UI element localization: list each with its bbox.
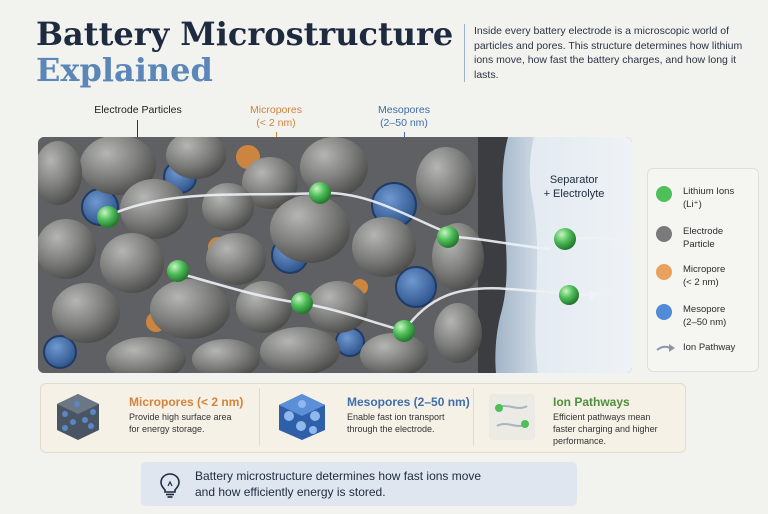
legend-item-ion-pathway: Ion Pathway [656, 341, 735, 355]
card-text-line2: faster charging and higher [553, 424, 658, 434]
card-text-line2: through the electrode. [347, 424, 435, 434]
card-text-line1: Enable fast ion transport [347, 412, 445, 422]
summary-text-line2: and how efficiently energy is stored. [195, 485, 386, 499]
legend-item-electrode-particle: Electrode Particle [656, 225, 723, 251]
card-text-line1: Provide high surface area [129, 412, 232, 422]
legend-label-line2: Particle [683, 239, 715, 250]
legend-label: Lithium Ions (Li⁺) [683, 185, 734, 211]
callout-mesopores-range: (2–50 nm) [380, 117, 428, 129]
legend-item-mesopore: Mesopore (2–50 nm) [656, 303, 726, 329]
electrode-particles [38, 137, 484, 373]
page-subtitle: Explained [36, 51, 213, 89]
callout-micropores: Micropores (< 2 nm) [240, 104, 312, 130]
card-divider [259, 388, 260, 446]
microstructure-svg [38, 137, 632, 373]
separator-label-line2: + Electrolyte [543, 188, 605, 200]
info-cards: Micropores (< 2 nm) Provide high surface… [40, 383, 686, 453]
legend-label-line1: Micropore [683, 264, 726, 275]
intro-text: Inside every battery electrode is a micr… [464, 24, 760, 82]
card-micropores-text: Provide high surface area for energy sto… [129, 411, 232, 435]
legend-label-line1: Ion Pathway [683, 342, 736, 353]
separator-label-line1: Separator [549, 174, 599, 186]
callout-micropores-range: (< 2 nm) [256, 117, 296, 129]
mesopore-cube-icon [277, 392, 327, 442]
card-text-line3: performance. [553, 436, 607, 446]
card-ion-pathways-title: Ion Pathways [553, 395, 630, 409]
separator-layer [493, 137, 538, 373]
legend-label: Electrode Particle [683, 225, 723, 251]
legend-item-micropore: Micropore (< 2 nm) [656, 263, 725, 289]
legend-item-lithium-ions: Lithium Ions (Li⁺) [656, 185, 734, 211]
separator-label: Separator + Electrolyte [538, 173, 610, 201]
card-divider [473, 388, 474, 446]
card-micropores-title: Micropores (< 2 nm) [129, 395, 244, 409]
summary-text: Battery microstructure determines how fa… [195, 468, 481, 500]
legend-label-line1: Lithium Ions [683, 186, 735, 197]
card-text-line2: for energy storage. [129, 424, 205, 434]
card-mesopores-text: Enable fast ion transport through the el… [347, 411, 445, 435]
callout-micropores-title: Micropores [250, 104, 302, 116]
callout-mesopores: Mesopores (2–50 nm) [366, 104, 442, 130]
lithium-ion-swatch [656, 186, 672, 202]
legend-label-line1: Mesopore [683, 304, 726, 315]
ion-pathway-icon [489, 394, 535, 440]
legend-label: Micropore (< 2 nm) [683, 263, 725, 289]
legend-label-line2: (Li⁺) [683, 199, 702, 210]
legend-label-line2: (2–50 nm) [683, 317, 727, 328]
micropore-swatch [656, 264, 672, 280]
legend: Lithium Ions (Li⁺) Electrode Particle Mi… [647, 168, 759, 372]
card-mesopores-title: Mesopores (2–50 nm) [347, 395, 470, 409]
page-title: Battery Microstructure [36, 15, 454, 53]
summary-text-line1: Battery microstructure determines how fa… [195, 469, 482, 483]
mesopore-swatch [656, 304, 672, 320]
legend-label-line1: Electrode [683, 226, 724, 237]
electrode-particle-swatch [656, 226, 672, 242]
card-text-line1: Efficient pathways mean [553, 412, 651, 422]
legend-label: Mesopore (2–50 nm) [683, 303, 726, 329]
card-ion-pathways-text: Efficient pathways mean faster charging … [553, 411, 658, 447]
lithium-ions [97, 182, 579, 342]
legend-label-line2: (< 2 nm) [683, 277, 719, 288]
callout-electrode-leader [137, 120, 138, 150]
micropore-cube-icon [55, 392, 101, 442]
callout-electrode-particles: Electrode Particles [94, 104, 182, 116]
summary-box: Battery microstructure determines how fa… [141, 462, 577, 506]
lightbulb-icon [159, 472, 181, 498]
separator-edge [478, 137, 508, 373]
callout-mesopores-title: Mesopores [378, 104, 430, 116]
microstructure-illustration: Separator + Electrolyte [38, 137, 632, 373]
arrow-icon [656, 344, 675, 352]
